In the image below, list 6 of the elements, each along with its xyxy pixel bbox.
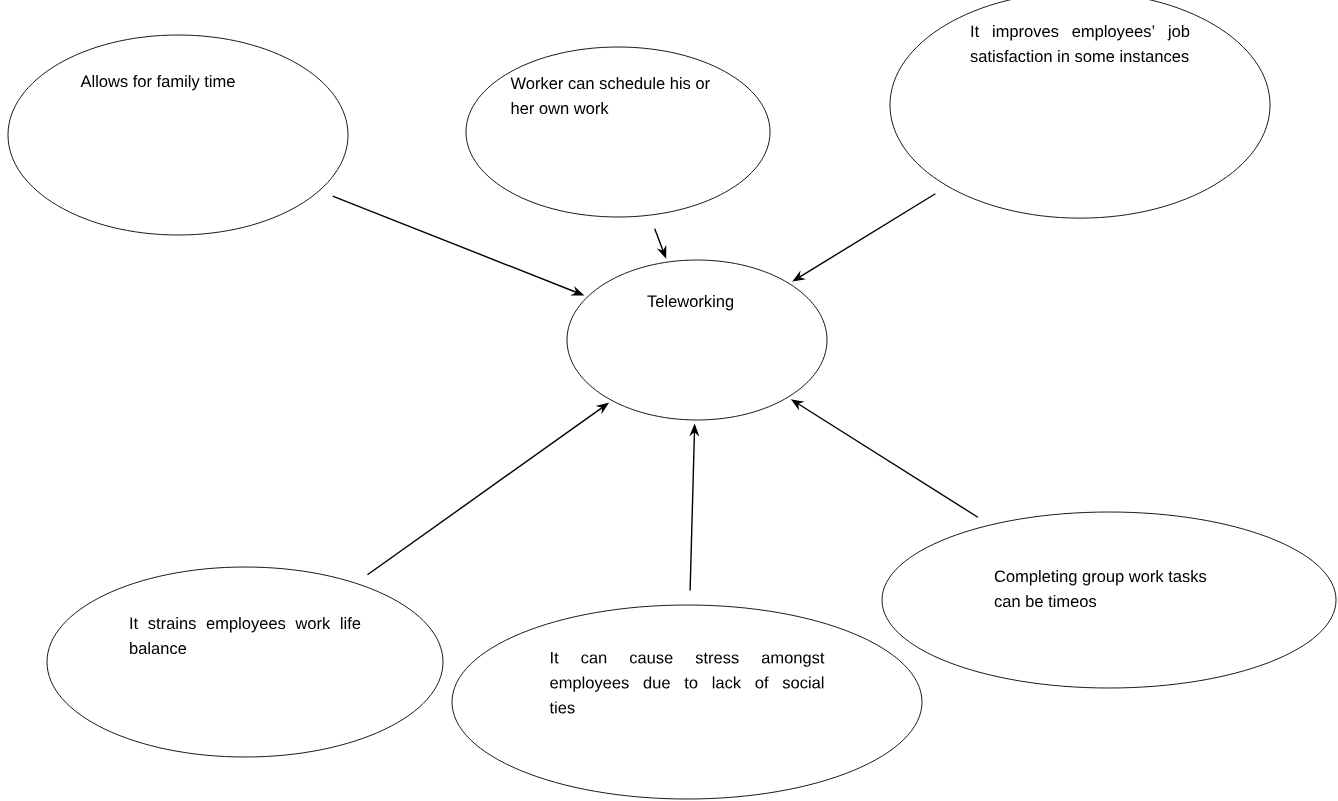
ellipse-node: Allows for family time (7, 34, 349, 236)
ellipse-node: It can cause stress amongst employees due to lack of social ties (451, 604, 923, 800)
ellipse-node: Completing group work tasks can be timeos (881, 511, 1337, 689)
ellipse-node: It strains employees work life balance (46, 566, 444, 758)
ellipse-node: Teleworking (566, 259, 828, 421)
ellipse-node: Worker can schedule his or her own work (465, 46, 771, 218)
